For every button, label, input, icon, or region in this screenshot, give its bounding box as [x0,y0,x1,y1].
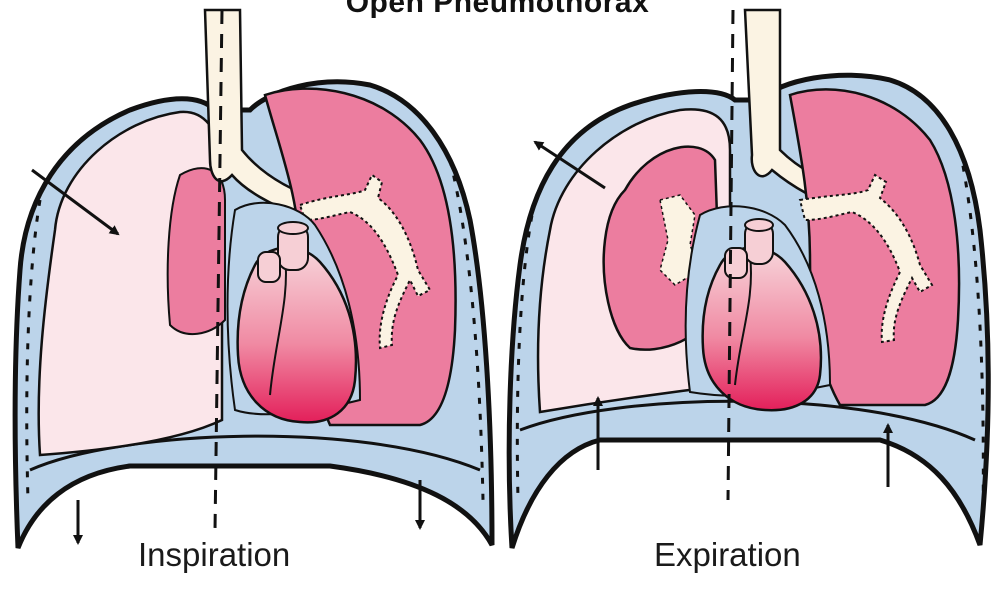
inspiration-label: Inspiration [138,536,290,574]
expiration-panel [509,10,988,548]
collapsed-lung-remnant [168,168,225,334]
inspiration-panel [15,10,492,548]
expiration-label: Expiration [654,536,801,574]
